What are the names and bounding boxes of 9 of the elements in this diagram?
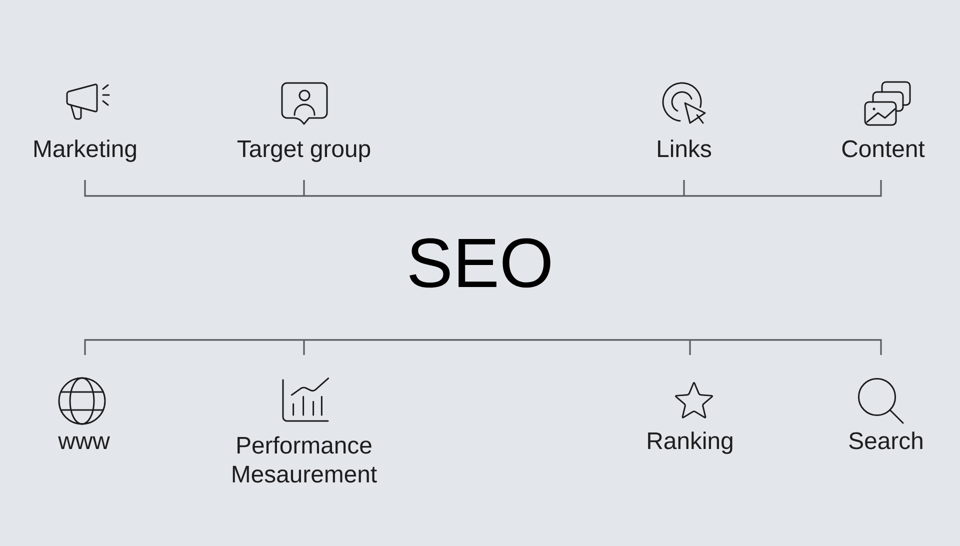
item-label: Ranking [648, 432, 732, 454]
item-label: Marketing [34, 140, 136, 162]
item-label: Search [849, 432, 922, 450]
item-label: Links [658, 140, 712, 158]
item-label: Target group [237, 140, 370, 162]
title: SEO [410, 238, 550, 288]
item-label: Performance Mesaurement [232, 436, 377, 483]
item-label: Content [842, 140, 925, 158]
item-label: www [58, 436, 110, 449]
